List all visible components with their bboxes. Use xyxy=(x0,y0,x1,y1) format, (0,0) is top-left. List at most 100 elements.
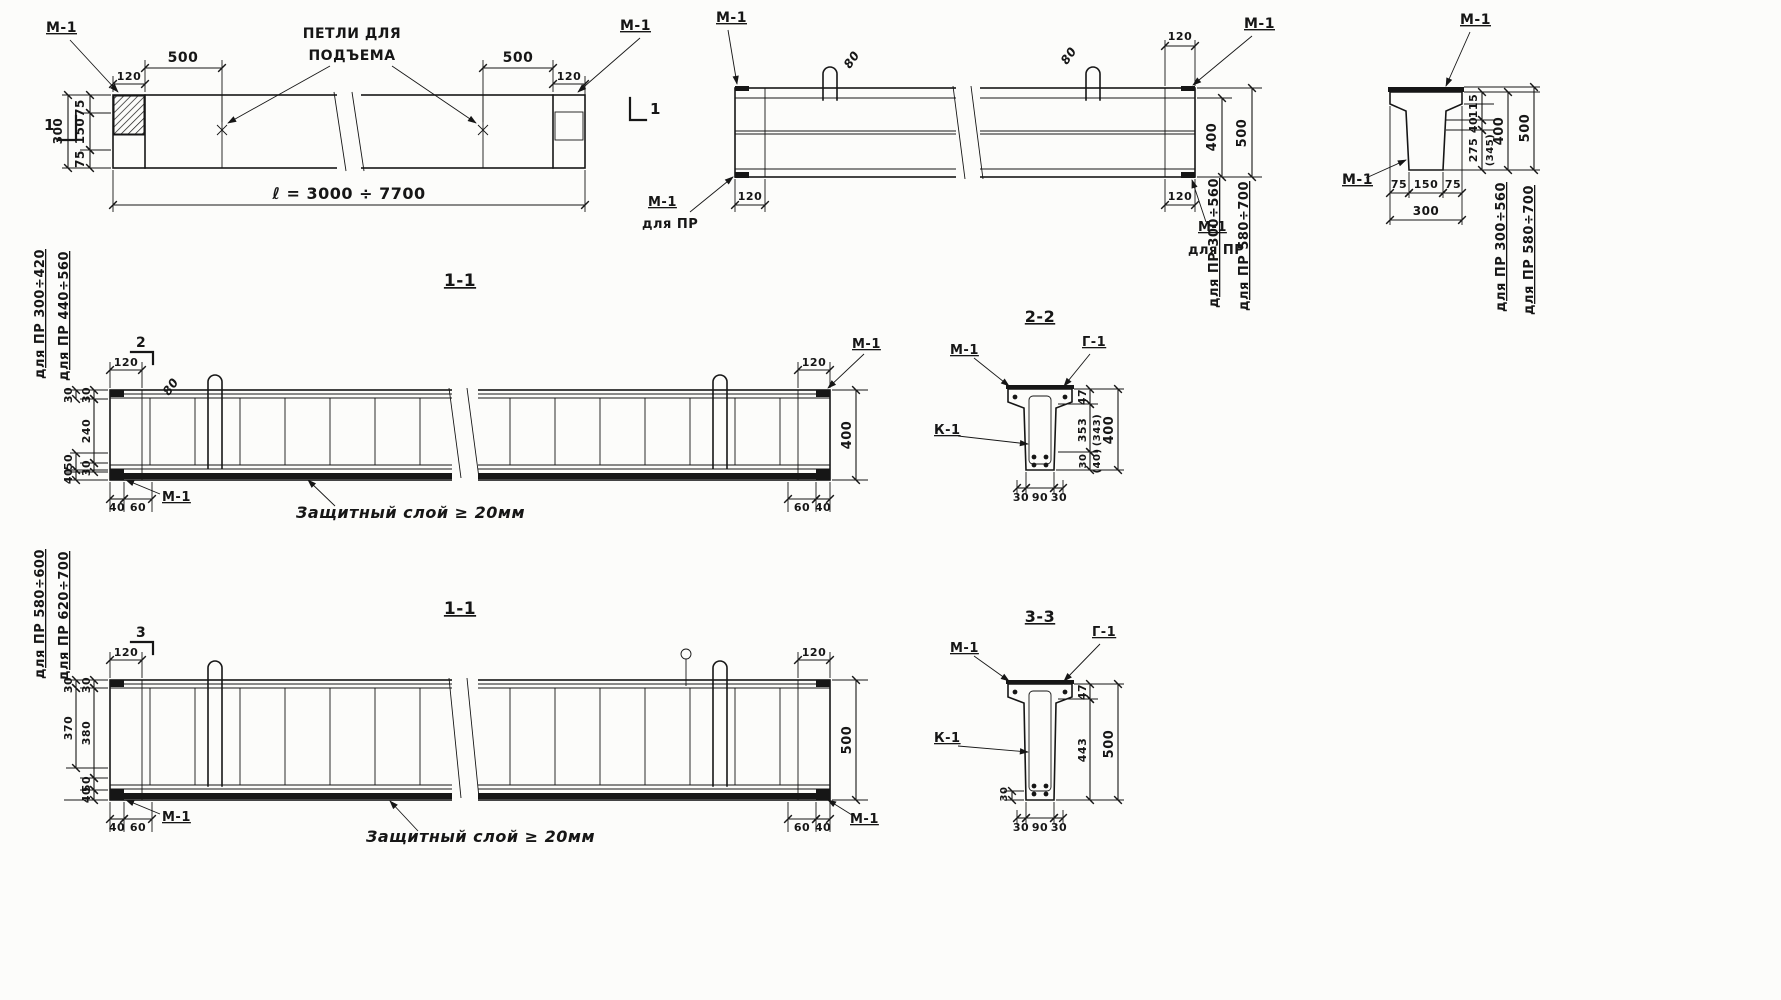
loop-position-marks xyxy=(216,124,489,136)
end-section-dimensions: 75 150 75 300 115 40 275 (345) 400 500 д… xyxy=(1385,82,1540,315)
s11a-dimensions: 120 120 80 30 240 30 30 50 40 40 60 60 4… xyxy=(33,249,868,514)
section-3-3-view: 3-3 47 443 500 30 30 90 30 М-1 Г-1 К-1 xyxy=(934,607,1124,834)
elevation-view: 120 120 120 400 500 для ПР 300÷560 для П… xyxy=(642,10,1275,311)
embed-plate-hatch xyxy=(113,95,145,135)
dim-label: 240 xyxy=(80,419,93,443)
dim-label: 500 xyxy=(840,726,855,755)
m1-note-label: для ПР xyxy=(1188,243,1244,258)
dim-label: 400 xyxy=(1492,117,1507,146)
break-lines xyxy=(448,387,480,479)
cover-note: Защитный слой ≥ 20мм xyxy=(365,827,595,846)
dim-label: 30 xyxy=(80,677,93,693)
dim-label: 400 xyxy=(1205,123,1220,152)
dim-label: 443 xyxy=(1076,738,1089,762)
dim-label: 60 xyxy=(794,501,810,514)
stirrups xyxy=(149,398,781,465)
lifting-loop xyxy=(1085,66,1101,101)
m1-label: М-1 xyxy=(950,343,979,358)
s33-shape xyxy=(1006,680,1074,801)
m1-note-label: для ПР xyxy=(642,217,698,232)
dim-label: 120 xyxy=(1168,190,1192,203)
dim-label: (345) xyxy=(1485,134,1496,167)
section-1-1-top-view: 1-1 120 120 80 30 240 30 30 xyxy=(33,249,880,522)
view-title: 1-1 xyxy=(444,599,476,619)
m1-label: М-1 xyxy=(1198,220,1227,235)
s33-dimensions: 47 443 500 30 30 90 30 xyxy=(999,679,1124,834)
dim-label: 30 xyxy=(80,387,93,403)
lifting-loop xyxy=(712,374,728,469)
range-label: для ПР 620÷700 xyxy=(57,551,72,681)
elevation-labels: М-1 М-1 М-1 для ПР М-1 для ПР xyxy=(642,10,1275,258)
m1-label: М-1 xyxy=(1460,12,1491,28)
plan-labels: М-1 М-1 ПЕТЛИ ДЛЯ ПОДЪЕМА 1 1 xyxy=(44,18,661,142)
lifting-loops-label: ПОДЪЕМА xyxy=(308,48,395,64)
dim-label: 50 xyxy=(80,776,93,792)
plan-view: 500 500 120 120 ℓ = 3000 ÷ 7700 75 150 7… xyxy=(44,18,661,212)
m1-label: М-1 xyxy=(1244,16,1275,32)
dim-label: 120 xyxy=(117,70,141,83)
dim-label: (40) xyxy=(1092,448,1103,473)
dim-label: 75 xyxy=(1445,178,1461,191)
stirrup-k1 xyxy=(1028,395,1052,465)
dim-label: 30 xyxy=(1013,491,1029,504)
dim-label: 380 xyxy=(80,721,93,745)
dim-label: 120 xyxy=(114,646,138,659)
dim-label: 30 xyxy=(62,387,75,403)
dim-label: 500 xyxy=(503,50,534,66)
s11a-labels: 2 М-1 М-1 Защитный слой ≥ 20мм xyxy=(125,335,880,522)
dim-label: 90 xyxy=(1032,821,1048,834)
dim-label: 300 xyxy=(1413,204,1440,218)
range-label: для ПР 300÷560 xyxy=(1494,182,1509,312)
dim-label: 75 xyxy=(73,150,87,168)
dim-label: 30 xyxy=(999,787,1010,802)
s22-dimensions: 47 353 (343) 30 (40) 400 30 90 30 xyxy=(1012,384,1124,504)
dim-label: 60 xyxy=(794,821,810,834)
section-cut-label: 1 xyxy=(650,100,661,118)
s11b-dimensions: 120 120 30 380 50 40 30 370 40 60 60 40 … xyxy=(33,549,868,834)
dim-label: 30 xyxy=(1078,454,1089,469)
dim-label: 30 xyxy=(1013,821,1029,834)
dim-label: 120 xyxy=(802,646,826,659)
dim-label: (343) xyxy=(1092,414,1103,447)
g1-label: Г-1 xyxy=(1092,625,1116,640)
elevation-beam-outline xyxy=(734,66,1196,181)
range-label: для ПР 440÷560 xyxy=(57,251,72,381)
dim-label: 90 xyxy=(1032,491,1048,504)
dim-label: 500 xyxy=(1518,114,1533,143)
s22-labels: М-1 Г-1 К-1 xyxy=(934,335,1106,447)
m1-label: М-1 xyxy=(950,641,979,656)
loop-circle-marker xyxy=(680,648,692,660)
s22-shape xyxy=(1006,385,1074,471)
lifting-loops-label: ПЕТЛИ ДЛЯ xyxy=(303,26,401,42)
dim-label: 60 xyxy=(130,501,146,514)
dim-label: 40 xyxy=(109,821,125,834)
dim-label: 40 xyxy=(109,501,125,514)
end-section-shape xyxy=(1388,87,1464,171)
s33-labels: М-1 Г-1 К-1 xyxy=(934,625,1116,755)
dim-label: 40 xyxy=(1467,117,1480,133)
m1-label: М-1 xyxy=(716,10,747,26)
break-lines xyxy=(333,91,365,172)
break-lines xyxy=(952,85,984,180)
dim-label: 50 xyxy=(62,454,75,470)
m1-label: М-1 xyxy=(162,490,191,505)
dim-label: 115 xyxy=(1467,94,1480,118)
dim-label: 30 xyxy=(1051,491,1067,504)
length-dim-label: ℓ = 3000 ÷ 7700 xyxy=(271,184,425,203)
dim-label: 75 xyxy=(73,99,87,117)
m1-label: М-1 xyxy=(648,195,677,210)
k1-label: К-1 xyxy=(934,423,961,438)
m1-label: М-1 xyxy=(162,810,191,825)
view-title: 3-3 xyxy=(1025,607,1055,626)
section-cut-label: 2 xyxy=(136,335,146,351)
dim-label: 47 xyxy=(1076,389,1089,405)
s11b-beam xyxy=(109,648,831,804)
dim-label: 30 xyxy=(1051,821,1067,834)
end-section-labels: М-1 М-1 xyxy=(1342,12,1491,188)
g1-label: Г-1 xyxy=(1082,335,1106,350)
range-label: для ПР 300÷560 xyxy=(1207,178,1222,308)
dim-label: 500 xyxy=(1235,119,1250,148)
dim-label: 300 xyxy=(51,118,65,145)
dim-label: 500 xyxy=(168,50,199,66)
